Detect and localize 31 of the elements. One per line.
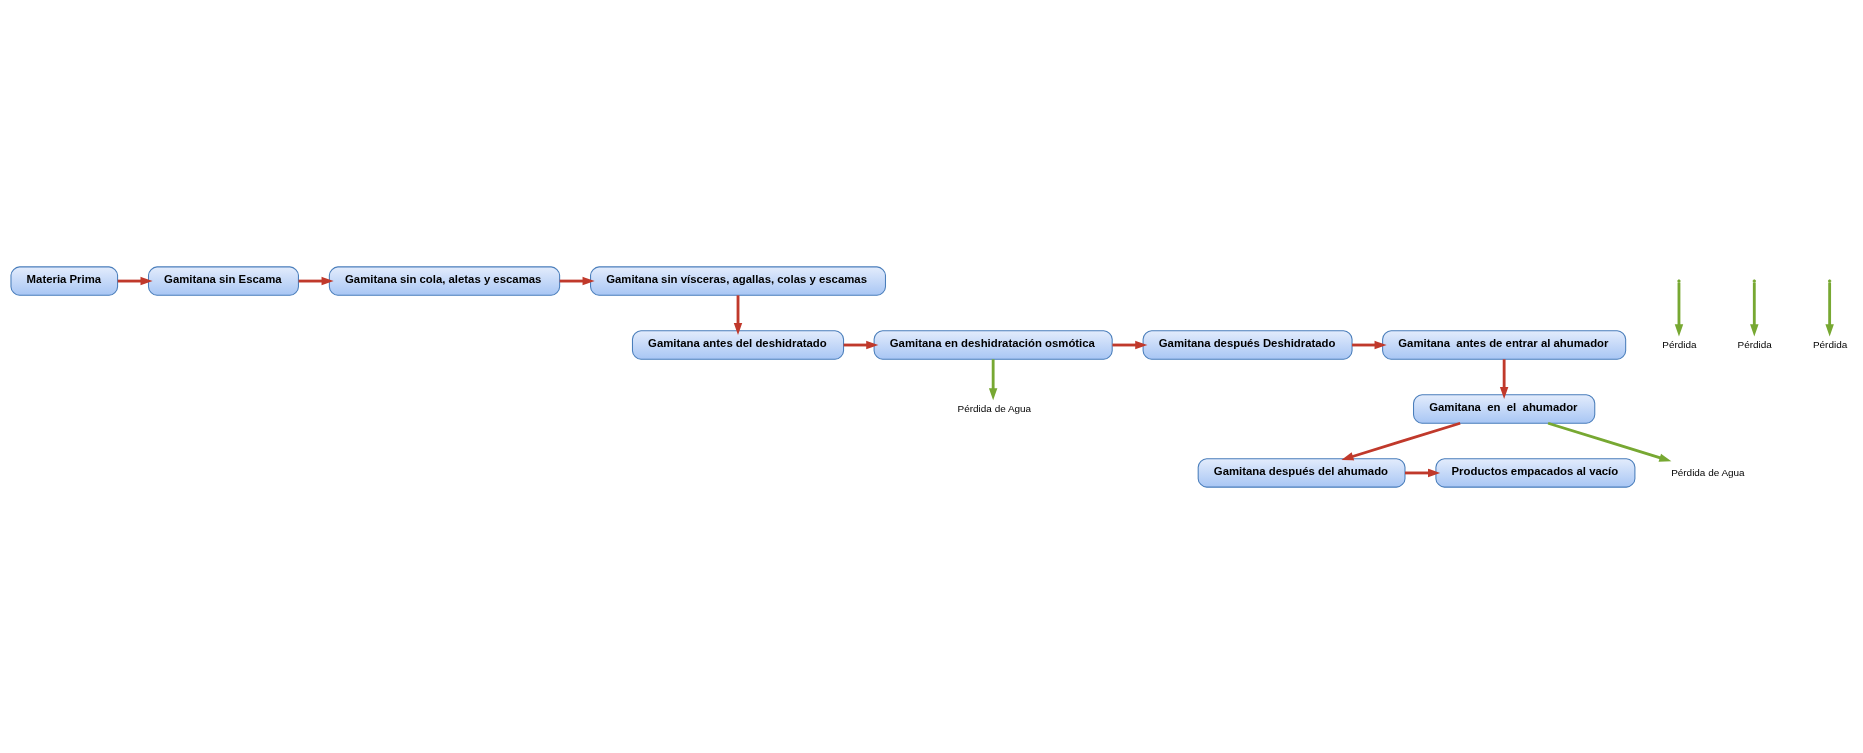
node-text: Pérdida [1737,338,1772,350]
arrow [1825,281,1834,336]
arrow [117,276,153,285]
node-text: Pérdida de Agua [1671,466,1745,478]
arrow [1499,358,1509,399]
arrow [1405,468,1441,477]
node-text: Pérdida [1662,338,1697,350]
arrow [1750,281,1759,336]
node-text: Pérdida de Agua [957,402,1032,414]
node-text: Pérdida [1812,338,1848,350]
arrow [559,276,595,285]
node-box: Gamitana después Deshidratado [1142,329,1353,360]
arrow [1547,421,1672,462]
arrow [733,294,743,335]
node-box: Productos empacados al vacío [1435,457,1636,488]
node-box: Gamitana sin cola, aletas y escamas [328,265,561,296]
node-box: Gamitana en deshidratación osmótica [873,329,1113,360]
node-box: Gamitana sin vísceras, agallas, colas y escamas [590,265,886,296]
arrow [843,340,879,349]
node-box: Gamitana sin Escama [147,265,299,296]
arrow [298,276,334,285]
arrow [1352,340,1387,349]
node-box: Gamitana después del ahumado [1197,457,1406,488]
arrow [1112,340,1148,349]
node-box: Gamitana antes de entrar al ahumador [1382,329,1627,360]
node-box: Gamitana antes del deshidratado [631,329,845,360]
arrow [988,358,998,400]
arrow [1341,421,1461,460]
node-box: Materia Prima [10,265,119,296]
node-box: Gamitana en el ahumador [1413,393,1596,424]
arrow [1674,281,1684,336]
